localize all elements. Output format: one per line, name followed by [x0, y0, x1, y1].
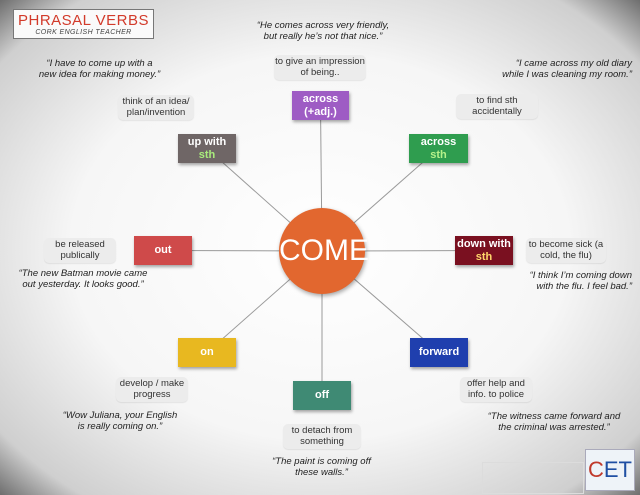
node-across-sth: across sth [409, 134, 468, 163]
node-up-with: up with sth [178, 134, 236, 163]
meaning-forward: offer help and info. to police [460, 377, 532, 402]
center-verb: COME [279, 208, 369, 294]
node-across-adj-label: across [302, 92, 339, 105]
meaning-out: be released publically [44, 238, 116, 263]
node-out-label: out [154, 244, 172, 256]
node-down-with-sub: sth [475, 250, 493, 263]
node-down-with-label: down with [457, 237, 511, 250]
node-off: off [293, 381, 351, 410]
example-off: “The paint is coming off these walls.” [272, 456, 371, 479]
node-down-with: down with sth [455, 236, 513, 265]
node-across-sth-sub: sth [430, 148, 447, 161]
node-on: on [178, 338, 236, 367]
node-off-label: off [314, 389, 330, 401]
subtitle: CORK ENGLISH TEACHER [35, 29, 132, 36]
meaning-off: to detach from something [283, 424, 361, 449]
title-box: PHRASAL VERBS CORK ENGLISH TEACHER [13, 9, 154, 39]
meaning-up-with: think of an idea/ plan/invention [118, 95, 194, 120]
example-across-adj: “He comes across very friendly, but real… [256, 20, 390, 43]
faint-box [482, 462, 584, 494]
title: PHRASAL VERBS [18, 12, 149, 29]
node-up-with-label: up with [187, 135, 227, 148]
node-on-label: on [200, 346, 214, 358]
example-down-with: “I think I’m coming down with the flu. I… [529, 270, 632, 293]
example-on: “Wow Juliana, your English is really com… [62, 410, 178, 433]
node-up-with-sub: sth [198, 148, 216, 161]
cet-logo: CET [585, 449, 635, 491]
node-forward-label: forward [418, 346, 460, 358]
meaning-on: develop / make progress [116, 377, 188, 402]
example-up-with: “I have to come up with a new idea for m… [38, 58, 161, 81]
example-across-sth: “I came across my old diary while I was … [502, 58, 632, 81]
node-out: out [134, 236, 192, 265]
meaning-across-adj: to give an impression of being.. [274, 55, 366, 80]
example-out: “The new Batman movie came out yesterday… [18, 268, 148, 291]
node-across-adj-sub: (+adj.) [304, 105, 337, 118]
node-across-adj: across (+adj.) [292, 91, 349, 120]
meaning-down-with: to become sick (a cold, the flu) [526, 238, 606, 263]
node-forward: forward [410, 338, 468, 367]
meaning-across-sth: to find sth accidentally [456, 94, 538, 119]
node-across-sth-label: across [420, 135, 457, 148]
example-forward: “The witness came forward and the crimin… [487, 411, 621, 434]
